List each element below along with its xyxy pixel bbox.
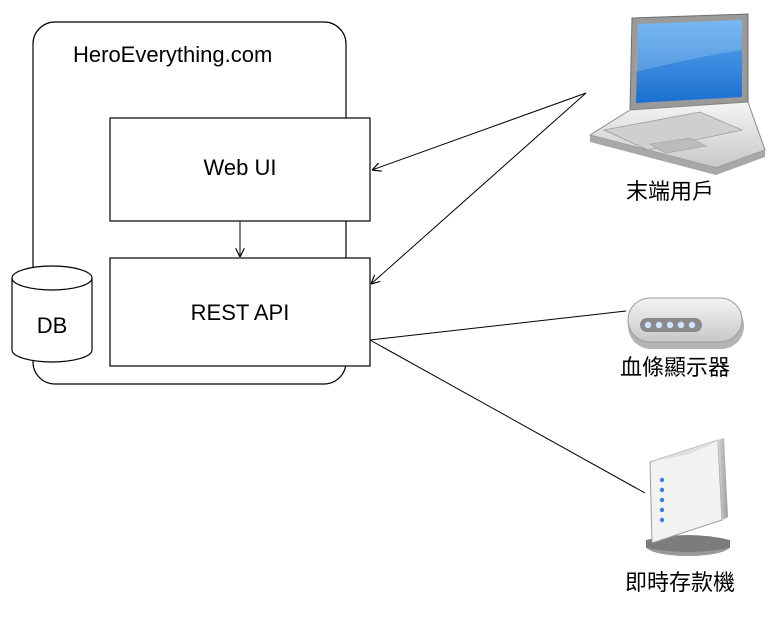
- blood-sugar-display-label: 血條顯示器: [619, 355, 730, 380]
- end-user-label: 末端用戶: [625, 179, 714, 204]
- rest-api-box: [109, 257, 371, 367]
- api-to-atm-line: [369, 339, 646, 494]
- rest-api-label: REST API: [190, 300, 290, 325]
- db-label: DB: [36, 313, 68, 338]
- web-ui-label: Web UI: [203, 155, 277, 180]
- display-device-icon: [627, 297, 744, 349]
- db-cylinder: [11, 265, 93, 363]
- laptop-icon: [588, 13, 766, 175]
- enduser-to-webui-arrow: [372, 92, 587, 170]
- atm-device-icon: [646, 438, 730, 556]
- system-title: HeroEverything.com: [73, 42, 273, 67]
- api-to-display-line: [369, 310, 627, 341]
- web-ui-box: [109, 117, 371, 222]
- enduser-to-api-arrow: [371, 92, 587, 284]
- atm-label: 即時存款機: [624, 570, 735, 595]
